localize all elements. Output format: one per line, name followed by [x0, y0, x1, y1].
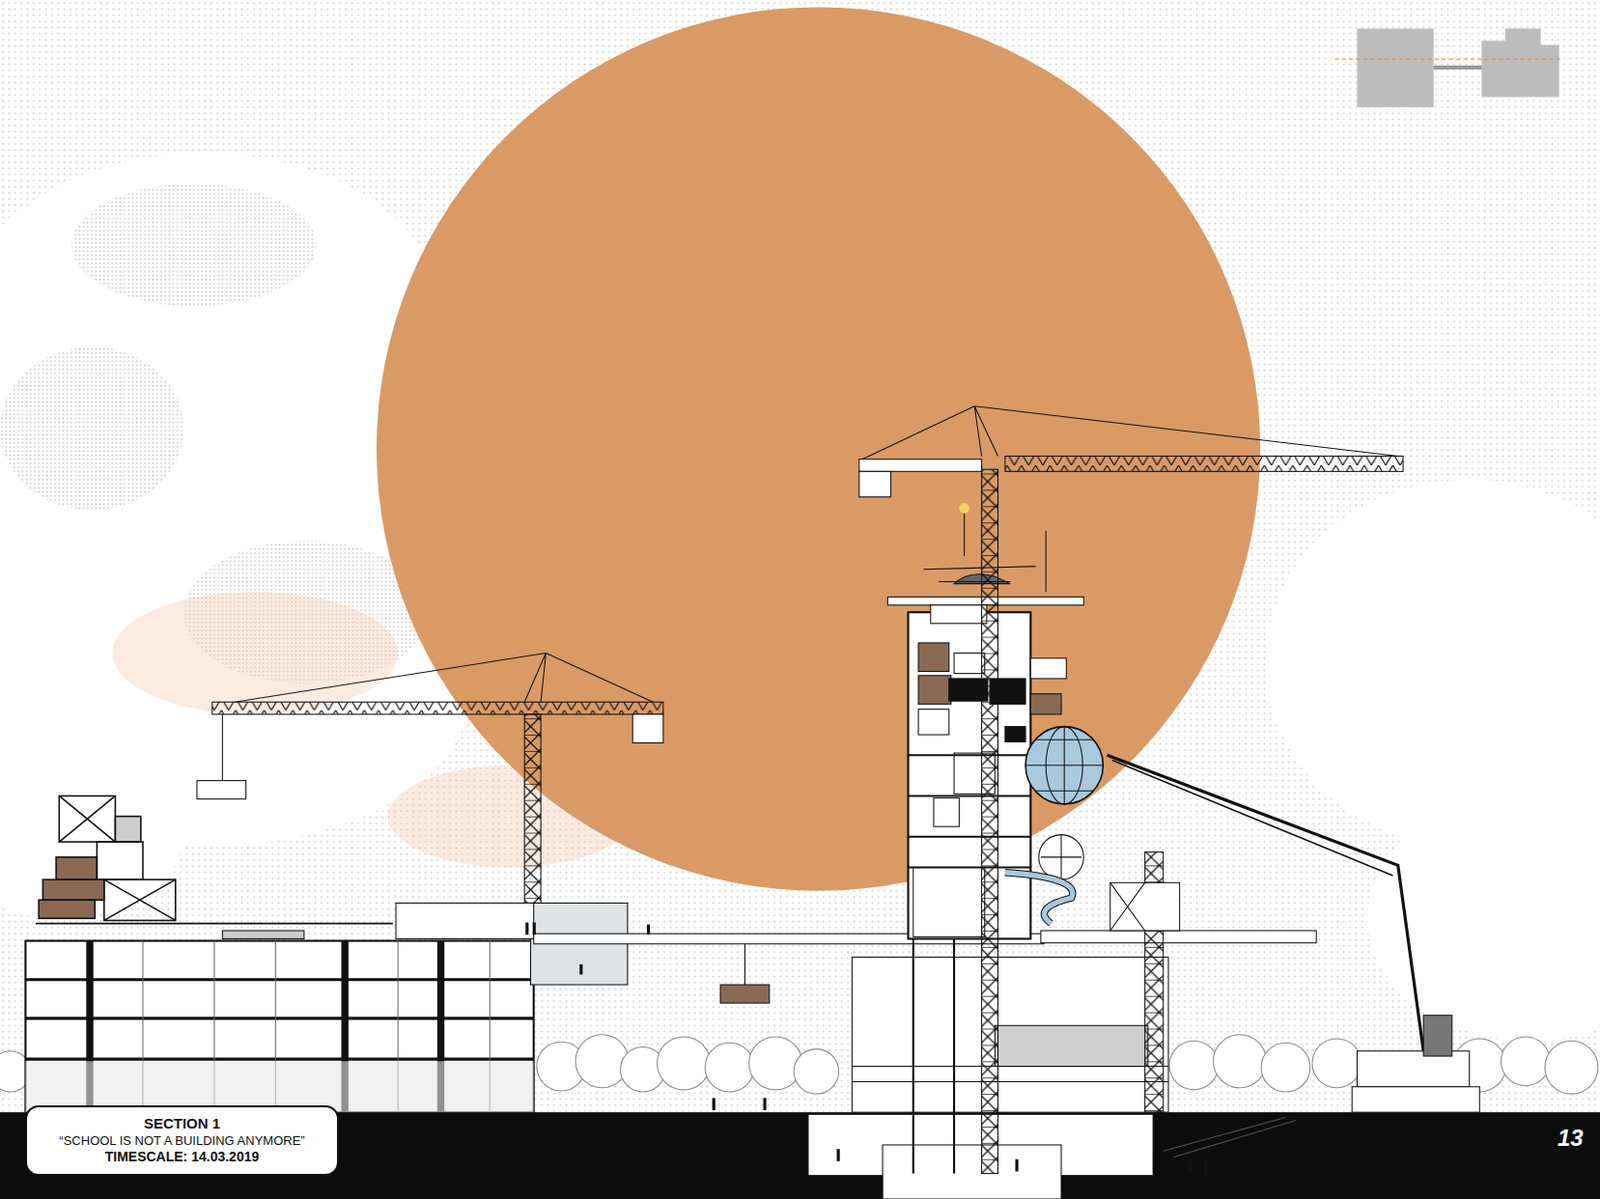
- page-number: 13: [1557, 1124, 1584, 1152]
- caption-text: “SCHOOL IS NOT A BUILDING ANYMORE”: [38, 1133, 326, 1150]
- caption-box: SECTION 1“SCHOOL IS NOT A BUILDING ANYMO…: [25, 1105, 339, 1177]
- caption-text: SECTION 1: [38, 1115, 326, 1134]
- caption-text: TIMESCALE: 14.03.2019: [38, 1149, 326, 1167]
